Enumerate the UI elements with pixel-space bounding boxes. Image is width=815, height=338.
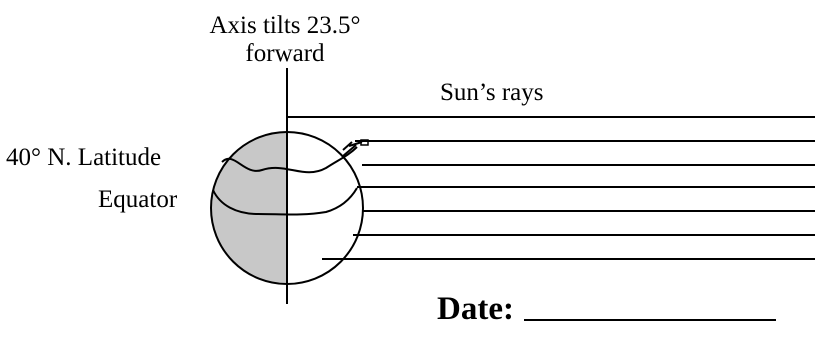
axis-tilt-note-line1: Axis tilts 23.5°	[209, 12, 361, 39]
axis-tilt-note-line2: forward	[245, 40, 325, 67]
date-label: Date:	[437, 291, 514, 327]
equator-line	[212, 187, 358, 216]
axis-tilt-note: Axis tilts 23.5° forward	[190, 12, 380, 68]
night-side-shading	[211, 132, 287, 284]
observer-marker-icon	[342, 139, 369, 157]
date-blank-line[interactable]	[523, 291, 776, 321]
equator-label: Equator	[98, 186, 178, 213]
date-field: Date:	[437, 291, 776, 327]
latitude-40n-line	[221, 146, 358, 174]
latitude-label: 40° N. Latitude	[6, 144, 162, 171]
sun-rays-label: Sun’s rays	[440, 79, 544, 106]
